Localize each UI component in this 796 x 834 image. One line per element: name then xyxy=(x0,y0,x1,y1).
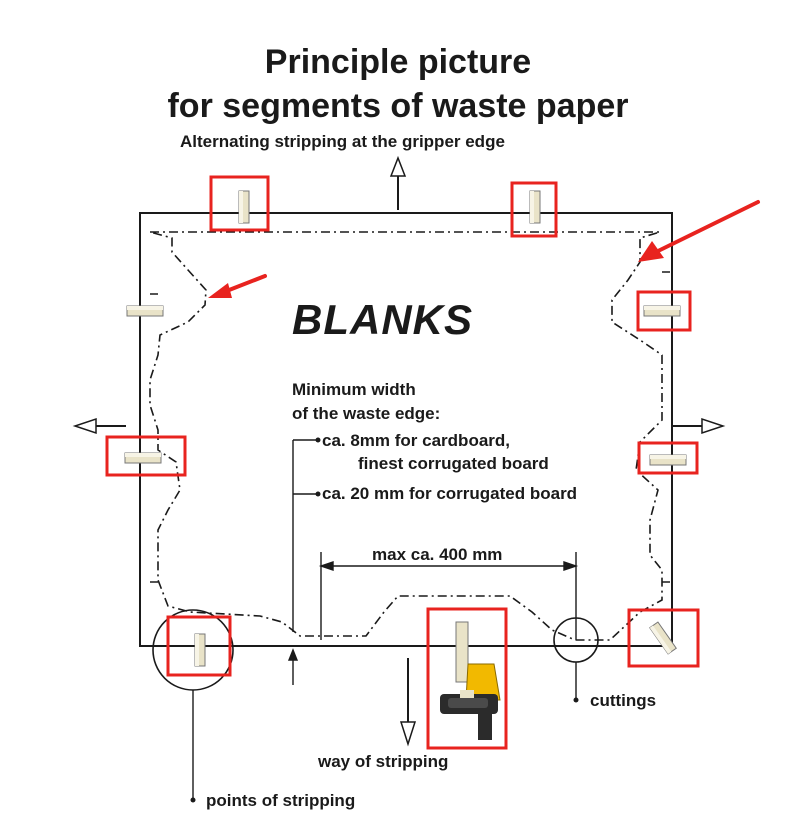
outline-ticks xyxy=(150,271,670,583)
down-arrow xyxy=(399,658,417,747)
red-pointer-arrow xyxy=(638,200,760,262)
stripping-tool-icon xyxy=(440,621,501,740)
min-width-heading-2: of the waste edge: xyxy=(292,404,441,423)
points-of-stripping-label: points of stripping xyxy=(206,791,356,810)
highlight-boxes xyxy=(105,175,700,750)
way-of-stripping-label: way of stripping xyxy=(318,752,449,771)
min-width-item-1-line-2: finest corrugated board xyxy=(358,454,549,473)
stripping-pin-icon xyxy=(124,190,687,667)
dimension-label: max ca. 400 mm xyxy=(372,545,503,564)
right-arrow xyxy=(672,417,726,435)
cuttings-label: cuttings xyxy=(590,691,657,710)
dimension-line xyxy=(318,552,579,640)
sheet-outline xyxy=(139,212,673,647)
left-arrow xyxy=(72,417,126,435)
stripping-point-circle xyxy=(152,609,234,691)
subtitle: Alternating stripping at the gripper edg… xyxy=(180,132,505,151)
red-pointer-arrow xyxy=(208,274,267,298)
note-leaders xyxy=(287,439,316,685)
blank-outline xyxy=(149,231,663,641)
title-line-2: for segments of waste paper xyxy=(167,87,629,125)
min-width-item-1-line-1: ca. 8mm for cardboard, xyxy=(322,431,511,450)
blanks-label: BLANKS xyxy=(292,296,473,343)
title-line-1: Principle picture xyxy=(264,43,532,81)
min-width-item-2: ca. 20 mm for corrugated board xyxy=(322,484,578,503)
up-arrow xyxy=(389,155,407,210)
min-width-heading-1: Minimum width xyxy=(292,380,416,399)
